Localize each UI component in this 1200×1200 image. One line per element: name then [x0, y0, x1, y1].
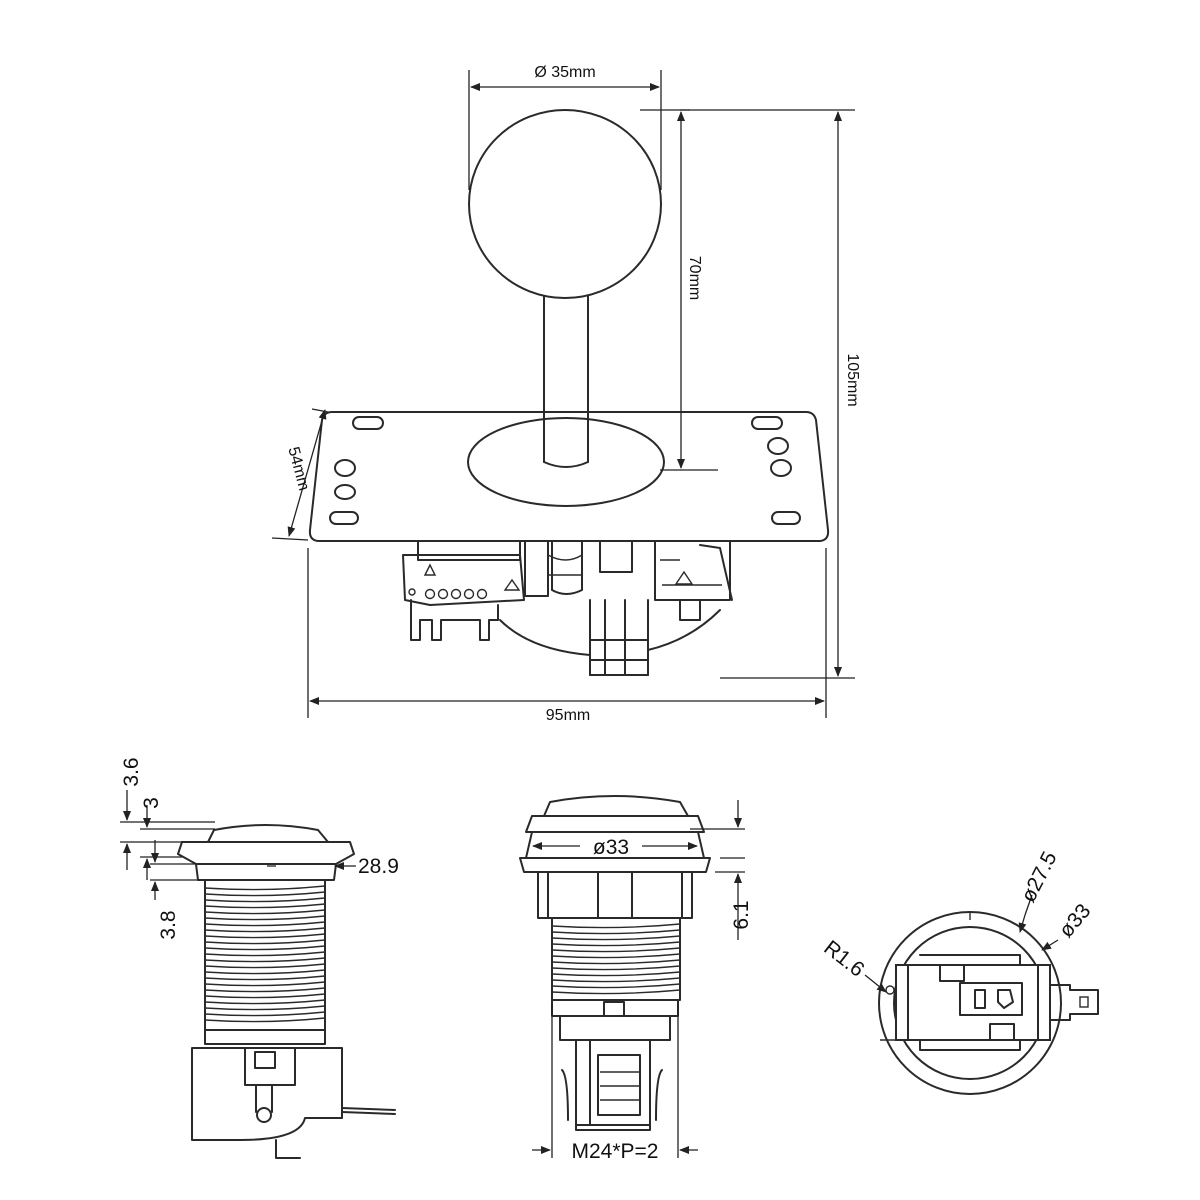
button-microswitch	[191, 1047, 343, 1141]
thread-line	[204, 933, 326, 939]
front-cap	[543, 795, 689, 817]
thread-line	[204, 885, 326, 891]
thread-line	[204, 993, 326, 999]
dim-shaft-height: 70mm	[686, 256, 703, 300]
thread-line	[204, 969, 326, 975]
front-flange	[519, 857, 711, 873]
dim-front-diameter: ø33	[593, 836, 629, 859]
thread-line	[204, 891, 326, 897]
thread-line	[204, 903, 326, 909]
thread-line	[204, 975, 326, 981]
button-side-dimensions: 3.6 3 3.8 28.9	[120, 757, 399, 940]
thread-line	[204, 909, 326, 915]
thread-line	[551, 941, 681, 947]
dim-total-height: 105mm	[844, 353, 861, 406]
thread-line	[551, 977, 681, 983]
thread-line	[551, 929, 681, 935]
thread-line	[204, 897, 326, 903]
thread-line	[204, 1005, 326, 1011]
dim-button-ring: 3.8	[157, 910, 180, 939]
joystick-mechanism	[402, 540, 733, 676]
front-nut	[537, 871, 693, 919]
thread-line	[551, 983, 681, 989]
dim-ball-diameter: Ø 35mm	[534, 64, 595, 81]
thread-line	[204, 921, 326, 927]
dim-front-thread: M24*P=2	[572, 1140, 659, 1163]
button-cap	[207, 824, 329, 843]
button-top-view	[878, 911, 1099, 1095]
joystick-dust-washer	[467, 417, 665, 507]
button-front-dimensions: 6.1 ø33 M24*P=2	[532, 800, 753, 1163]
button-thread-body	[204, 879, 326, 1031]
thread-line	[204, 999, 326, 1005]
dim-button-top: 3.6	[120, 757, 143, 786]
plate-holes	[329, 416, 801, 525]
thread-line	[204, 957, 326, 963]
button-flange	[177, 841, 355, 865]
joystick-shaft	[543, 295, 589, 463]
thread-line	[551, 953, 681, 959]
thread-line	[204, 945, 326, 951]
thread-line	[204, 987, 326, 993]
thread-line	[204, 915, 326, 921]
top-terminal	[1049, 984, 1099, 1021]
dim-top-inner: ø27.5	[1017, 848, 1062, 906]
joystick-ball	[468, 109, 662, 299]
thread-line	[204, 927, 326, 933]
joystick-dimensions: Ø 35mm 70mm 105mm 54mm 95mm	[271, 64, 861, 724]
dim-top-radius: R1.6	[819, 936, 868, 981]
joystick-drawing	[308, 109, 830, 676]
top-switch-body	[895, 964, 1051, 1041]
joystick-mounting-plate	[308, 411, 830, 542]
thread-line	[551, 935, 681, 941]
thread-line	[204, 1011, 326, 1017]
dim-button-flange: 28.9	[358, 855, 399, 878]
thread-line	[204, 951, 326, 957]
front-thread-body	[551, 917, 681, 1001]
dim-front-nut: 6.1	[730, 900, 753, 929]
thread-line	[551, 947, 681, 953]
thread-line	[204, 1017, 326, 1023]
thread-line	[551, 971, 681, 977]
thread-line	[204, 981, 326, 987]
button-front-view	[519, 795, 711, 1131]
thread-line	[551, 965, 681, 971]
dim-top-outer: ø33	[1055, 900, 1096, 943]
button-thread-lines	[204, 885, 326, 1023]
thread-line	[204, 963, 326, 969]
dim-button-cap: 3	[140, 797, 163, 809]
front-thread-lines	[551, 923, 681, 995]
dim-width: 95mm	[546, 707, 590, 724]
thread-line	[551, 959, 681, 965]
thread-line	[204, 939, 326, 945]
thread-line	[551, 989, 681, 995]
front-switch-housing	[559, 1015, 671, 1041]
thread-line	[551, 923, 681, 929]
button-side-view	[177, 824, 396, 1159]
dim-plate-depth: 54mm	[284, 445, 312, 492]
